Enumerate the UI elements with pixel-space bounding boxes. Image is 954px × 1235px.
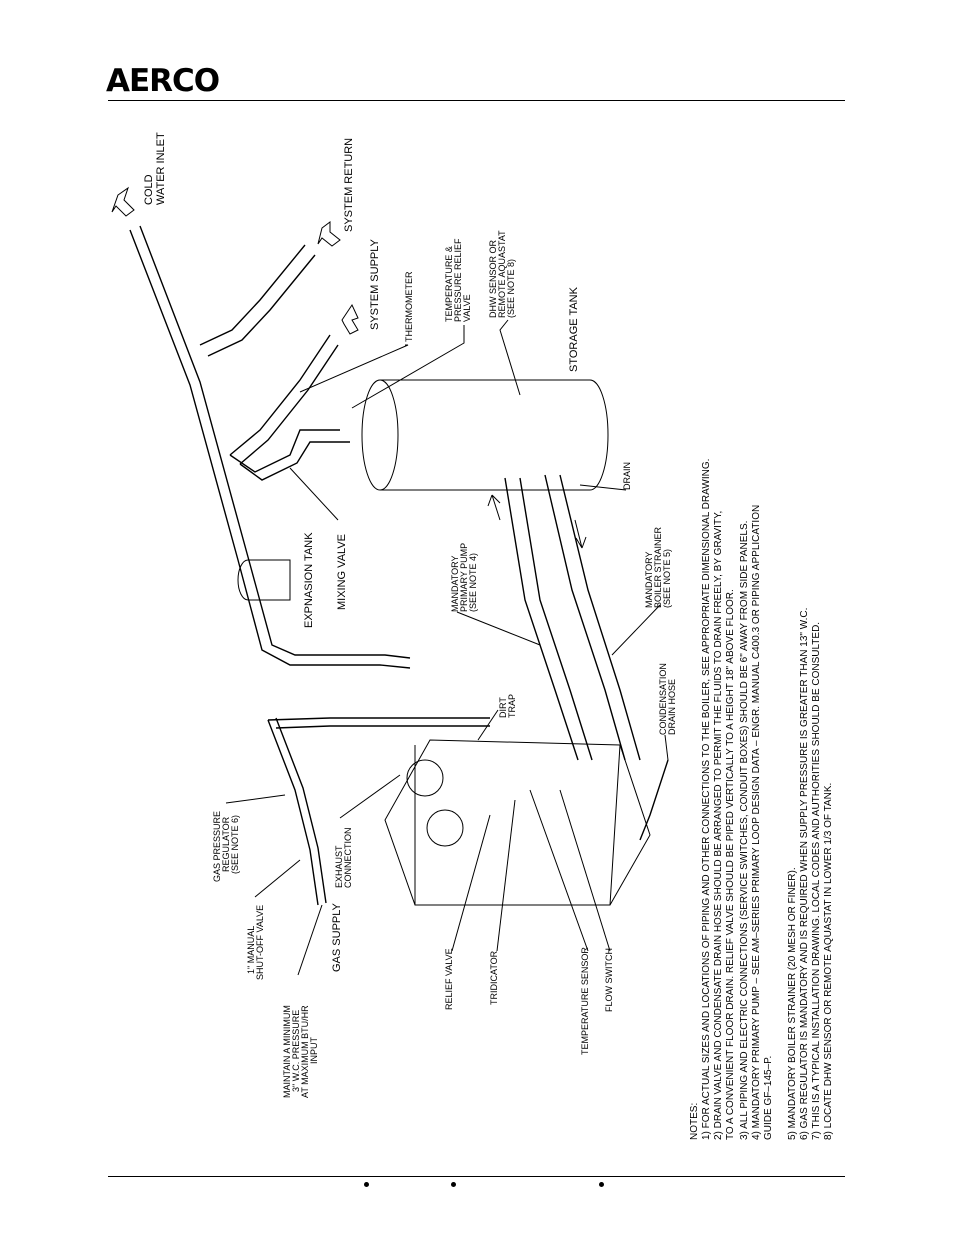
footer-rule (108, 1176, 845, 1177)
dirt-trap-line-2: TRAP (507, 694, 517, 718)
condensation-line-2: DRAIN HOSE (667, 679, 677, 735)
label-min-pressure: MAINTAIN A MINIMUM 3" W.C. PRESSURE AT M… (282, 1005, 319, 1098)
exhaust-line-1: EXHAUST (334, 845, 344, 888)
label-flow-switch: FLOW SWITCH (604, 948, 614, 1012)
footer-bullet (599, 1182, 604, 1187)
strainer-line-2: BOILER STRAINER (653, 526, 663, 608)
pump-line-3: (SEE NOTE 4) (468, 553, 478, 612)
min-pressure-line-3: AT MAXIMUM BTU/HR (300, 1005, 310, 1098)
label-gas-regulator: GAS PRESSURE REGULATOR (SEE NOTE 6) (212, 811, 240, 882)
label-thermometer: THERMOMETER (404, 271, 414, 342)
strainer-line-1: MANDATORY (644, 551, 654, 608)
label-gas-supply: GAS SUPPLY (331, 902, 343, 972)
min-pressure-line-4: INPUT (309, 1036, 319, 1064)
note-line: 5) MANDATORY BOILER STRAINER (20 MESH OR… (787, 867, 798, 1140)
label-drain: DRAIN (622, 462, 632, 490)
label-tp-relief: TEMPERATURE & PRESSURE RELIEF VALVE (444, 238, 472, 322)
pump-line-1: MANDATORY (450, 555, 460, 612)
note-line: 4) MANDATORY PRIMARY PUMP – SEE AM–SERIE… (751, 505, 762, 1140)
label-expansion-tank: EXPNASION TANK (303, 532, 315, 628)
label-exhaust: EXHAUST CONNECTION (334, 828, 353, 889)
label-mandatory-pump: MANDATORY PRIMARY PUMP (SEE NOTE 4) (450, 543, 478, 612)
note-line: 1) FOR ACTUAL SIZES AND LOCATIONS OF PIP… (701, 459, 712, 1140)
tp-relief-line-2: PRESSURE RELIEF (453, 238, 463, 322)
gas-regulator-line-3: (SEE NOTE 6) (230, 815, 240, 874)
label-storage-tank: STORAGE TANK (568, 286, 580, 372)
dhw-sensor-line-2: REMOTE AQUASTAT (497, 230, 507, 318)
exhaust-line-2: CONNECTION (343, 828, 353, 889)
label-shutoff-valve: 1" MANUAL SHUT-OFF VALVE (246, 905, 265, 980)
notes-heading: NOTES: (689, 1103, 700, 1140)
dhw-sensor-line-3: (SEE NOTE 8) (506, 259, 516, 318)
note-line: GUIDE GF–145–P. (763, 1056, 774, 1140)
label-system-return: SYSTEM RETURN (343, 138, 355, 232)
min-pressure-line-1: MAINTAIN A MINIMUM (282, 1005, 292, 1098)
label-tridicator: TRIDICATOR (489, 950, 499, 1005)
label-dirt-trap: DIRT TRAP (498, 694, 517, 718)
shutoff-line-1: 1" MANUAL (246, 926, 256, 974)
notes-block: NOTES: 1) FOR ACTUAL SIZES AND LOCATIONS… (689, 459, 834, 1140)
strainer-line-3: (SEE NOTE 5) (662, 549, 672, 608)
note-line: 8) LOCATE DHW SENSOR OR REMOTE AQUASTAT … (823, 783, 834, 1140)
label-temperature-sensor: TEMPERATURE SENSOR (580, 947, 590, 1055)
cold-water-inlet-line-1: COLD (143, 174, 155, 205)
note-line: 6) GAS REGULATOR IS MANDATORY AND IS REQ… (799, 608, 810, 1140)
pump-line-2: PRIMARY PUMP (459, 543, 469, 612)
label-relief-valve: RELIEF VALVE (444, 948, 454, 1010)
cold-water-inlet-line-2: WATER INLET (155, 132, 167, 205)
gas-regulator-line-1: GAS PRESSURE (212, 811, 222, 882)
footer-bullet (364, 1182, 369, 1187)
condensation-line-1: CONDENSATION (658, 663, 668, 735)
label-system-supply: SYSTEM SUPPLY (369, 238, 381, 330)
tp-relief-line-3: VALVE (462, 294, 472, 322)
piping (111, 186, 669, 976)
note-line: 7) THIS IS A TYPICAL INSTALLATION DRAWIN… (811, 622, 822, 1140)
label-dhw-sensor: DHW SENSOR OR REMOTE AQUASTAT (SEE NOTE … (488, 230, 516, 318)
footer-bullet (451, 1182, 456, 1187)
note-line: 3) ALL PIPING AND ELECTRIC CONNECTIONS (… (739, 521, 750, 1140)
label-mixing-valve: MIXING VALVE (336, 534, 348, 610)
note-line: TO A CONVENIENT FLOOR DRAIN. RELIEF VALV… (725, 589, 736, 1140)
label-mandatory-strainer: MANDATORY BOILER STRAINER (SEE NOTE 5) (644, 526, 672, 608)
dirt-trap-line-1: DIRT (498, 697, 508, 718)
label-cold-water-inlet: COLD WATER INLET (143, 132, 167, 205)
gas-regulator-line-2: REGULATOR (221, 816, 231, 872)
note-line: 2) DRAIN VALVE AND CONDENSATE DRAIN HOSE… (713, 511, 724, 1140)
label-condensation-hose: CONDENSATION DRAIN HOSE (658, 663, 677, 735)
aerco-logo: AERCO (106, 63, 220, 99)
header-rule (108, 100, 845, 101)
shutoff-line-2: SHUT-OFF VALVE (255, 905, 265, 980)
min-pressure-line-2: 3" W.C. PRESSURE (291, 1010, 301, 1092)
dhw-sensor-line-1: DHW SENSOR OR (488, 239, 498, 318)
tp-relief-line-1: TEMPERATURE & (444, 246, 454, 322)
